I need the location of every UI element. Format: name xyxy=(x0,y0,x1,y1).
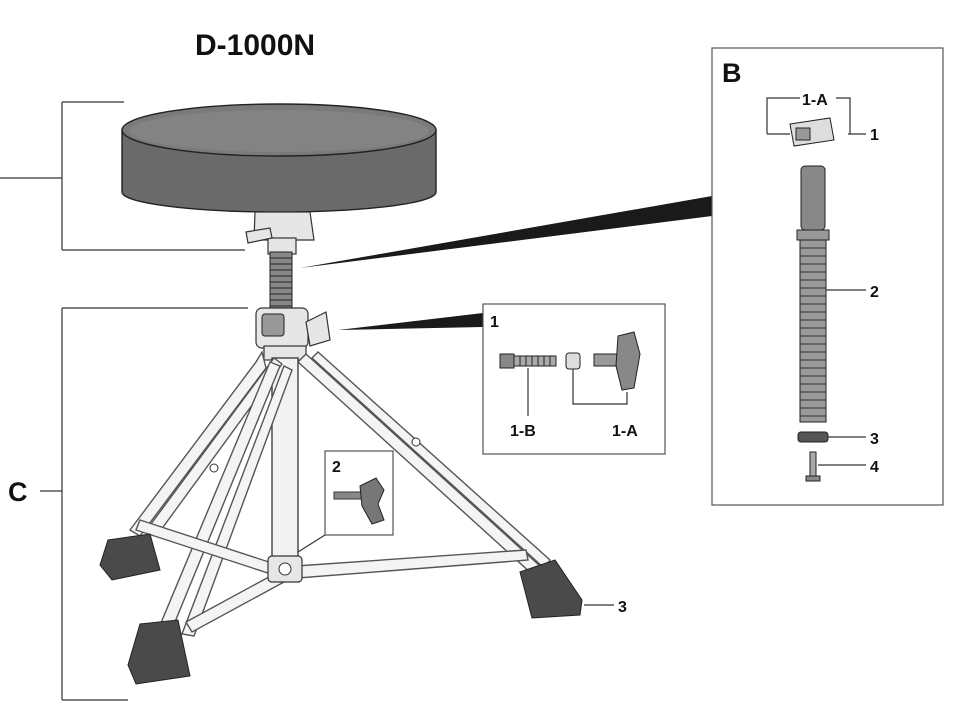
stand-bracket xyxy=(40,307,248,701)
leader-wedge-1 xyxy=(338,313,483,330)
section-b-label: B xyxy=(722,58,742,88)
seat-cushion xyxy=(121,103,437,213)
inset-b-label-1: 1 xyxy=(870,127,879,144)
model-title: D-1000N xyxy=(195,29,315,62)
inset-b-label-4: 4 xyxy=(870,459,879,476)
inset-2-label: 2 xyxy=(332,459,341,476)
inset-1-label: 1 xyxy=(490,314,499,331)
inset-b-label-1a: 1-A xyxy=(802,92,828,109)
inset-b xyxy=(711,47,944,506)
threaded-spindle xyxy=(269,251,293,311)
tripod-legs xyxy=(128,350,551,637)
foot-callout-label: 3 xyxy=(618,599,627,616)
inset-b-label-3: 3 xyxy=(870,431,879,448)
leader-wedge-b xyxy=(300,196,712,268)
seat-mount xyxy=(245,211,315,255)
section-c-label: C xyxy=(8,477,28,507)
rubber-feet xyxy=(99,533,583,685)
inset-1-label-1b: 1-B xyxy=(510,423,536,440)
inset-2 xyxy=(297,450,394,553)
seat-bracket xyxy=(0,101,245,251)
inset-1 xyxy=(482,303,666,455)
height-clamp xyxy=(255,307,331,361)
inset-1-label-1a: 1-A xyxy=(612,423,638,440)
inset-b-label-2: 2 xyxy=(870,284,879,301)
